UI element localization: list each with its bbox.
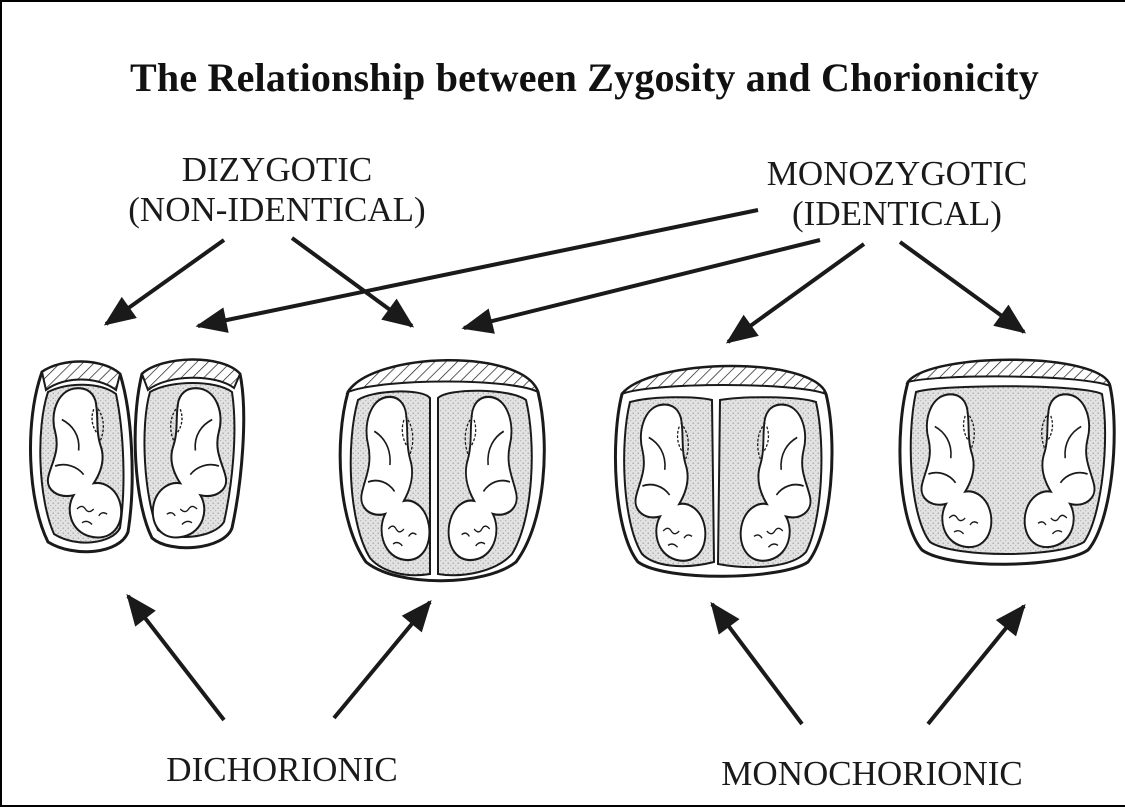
zygosity-arrows	[106, 210, 1024, 342]
mz-arrow-to-set4	[900, 242, 1024, 332]
dc-arrow-to-set2	[334, 602, 430, 718]
twin-set-3-monochorionic-diamniotic	[615, 366, 832, 576]
sac-right	[135, 360, 244, 548]
chorionicity-arrows	[128, 596, 1024, 724]
twin-set-2-fused-dichorionic	[340, 360, 544, 580]
sac-left	[31, 362, 133, 552]
dz-arrow-to-set1	[106, 240, 224, 324]
twin-set-1-separate-placentas	[31, 360, 244, 552]
dc-arrow-to-set1	[128, 596, 224, 720]
dz-arrow-to-set2	[292, 238, 412, 326]
mz-arrow-to-set1	[198, 210, 758, 326]
twin-set-4-monochorionic-monoamniotic	[900, 360, 1114, 564]
mc-arrow-to-set4	[928, 606, 1024, 724]
mc-arrow-to-set3	[712, 604, 802, 724]
